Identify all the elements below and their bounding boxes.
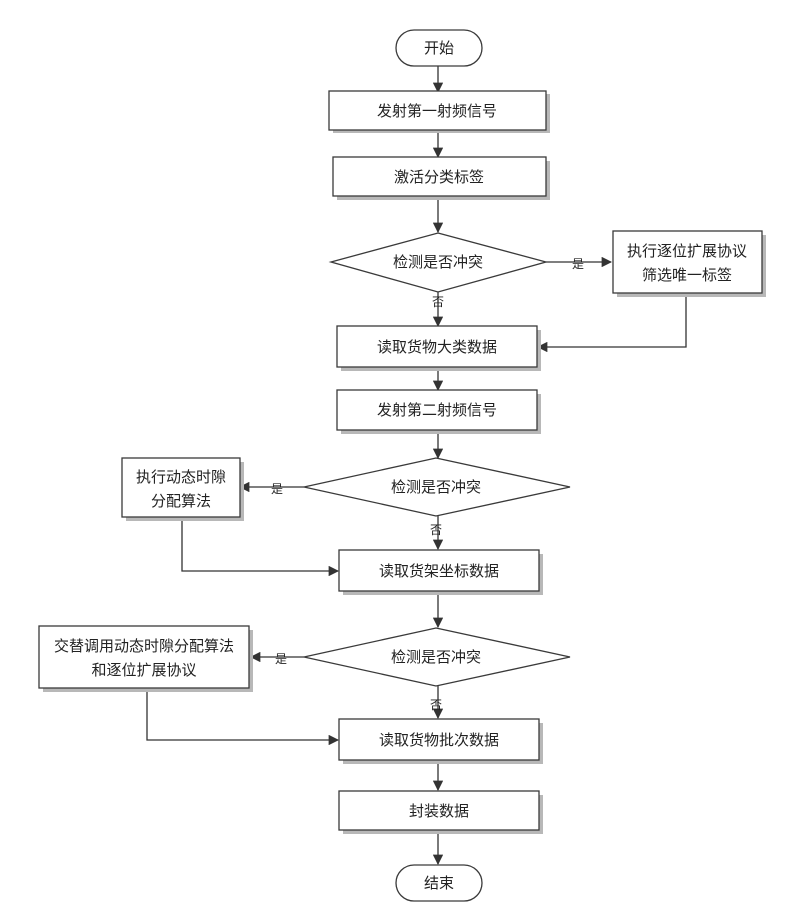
edge-label-yes-2: 是: [271, 482, 283, 496]
emit-first-label: 发射第一射频信号: [377, 102, 497, 120]
package-label: 封装数据: [409, 802, 469, 820]
package-node: 封装数据: [339, 791, 543, 834]
edge-label-yes-1: 是: [572, 257, 584, 271]
start-label: 开始: [424, 39, 454, 57]
edge-binary-tree-to-read-category: [538, 294, 686, 347]
detect-3-label: 检测是否冲突: [391, 648, 481, 666]
detect-2-node: 检测是否冲突: [304, 458, 570, 516]
emit-second-label: 发射第二射频信号: [377, 401, 497, 419]
detect-3-node: 检测是否冲突: [304, 628, 570, 686]
edge-label-yes-3: 是: [275, 652, 287, 666]
end-node: 结束: [396, 865, 482, 901]
binary-tree-node: 执行逐位扩展协议 筛选唯一标签: [613, 231, 766, 297]
edge-alternate-to-read-batch: [147, 688, 338, 740]
aloha-label-2: 分配算法: [151, 492, 211, 510]
binary-tree-label-1: 执行逐位扩展协议: [627, 242, 747, 260]
activate-node: 激活分类标签: [333, 157, 550, 200]
start-node: 开始: [396, 30, 482, 66]
read-batch-node: 读取货物批次数据: [339, 719, 543, 764]
edge-label-no-2: 否: [430, 523, 442, 537]
aloha-label-1: 执行动态时隙: [136, 468, 226, 486]
read-category-node: 读取货物大类数据: [337, 326, 541, 371]
binary-tree-label-2: 筛选唯一标签: [642, 266, 732, 284]
edge-label-no-3: 否: [430, 698, 442, 712]
detect-1-label: 检测是否冲突: [393, 253, 483, 271]
read-category-label: 读取货物大类数据: [377, 338, 497, 356]
detect-1-node: 检测是否冲突: [331, 233, 546, 292]
activate-label: 激活分类标签: [394, 168, 484, 186]
edge-label-no-1: 否: [432, 295, 444, 309]
aloha-node: 执行动态时隙 分配算法: [122, 458, 244, 521]
edge-aloha-to-read-shelf: [182, 517, 338, 571]
read-shelf-label: 读取货架坐标数据: [379, 562, 499, 580]
alternate-node: 交替调用动态时隙分配算法 和逐位扩展协议: [39, 626, 253, 692]
alternate-label-1: 交替调用动态时隙分配算法: [54, 637, 234, 655]
read-shelf-node: 读取货架坐标数据: [339, 550, 543, 595]
end-label: 结束: [424, 874, 454, 892]
emit-first-node: 发射第一射频信号: [329, 91, 550, 133]
alternate-label-2: 和逐位扩展协议: [91, 661, 196, 679]
emit-second-node: 发射第二射频信号: [337, 390, 541, 434]
detect-2-label: 检测是否冲突: [391, 478, 481, 496]
read-batch-label: 读取货物批次数据: [379, 731, 499, 749]
